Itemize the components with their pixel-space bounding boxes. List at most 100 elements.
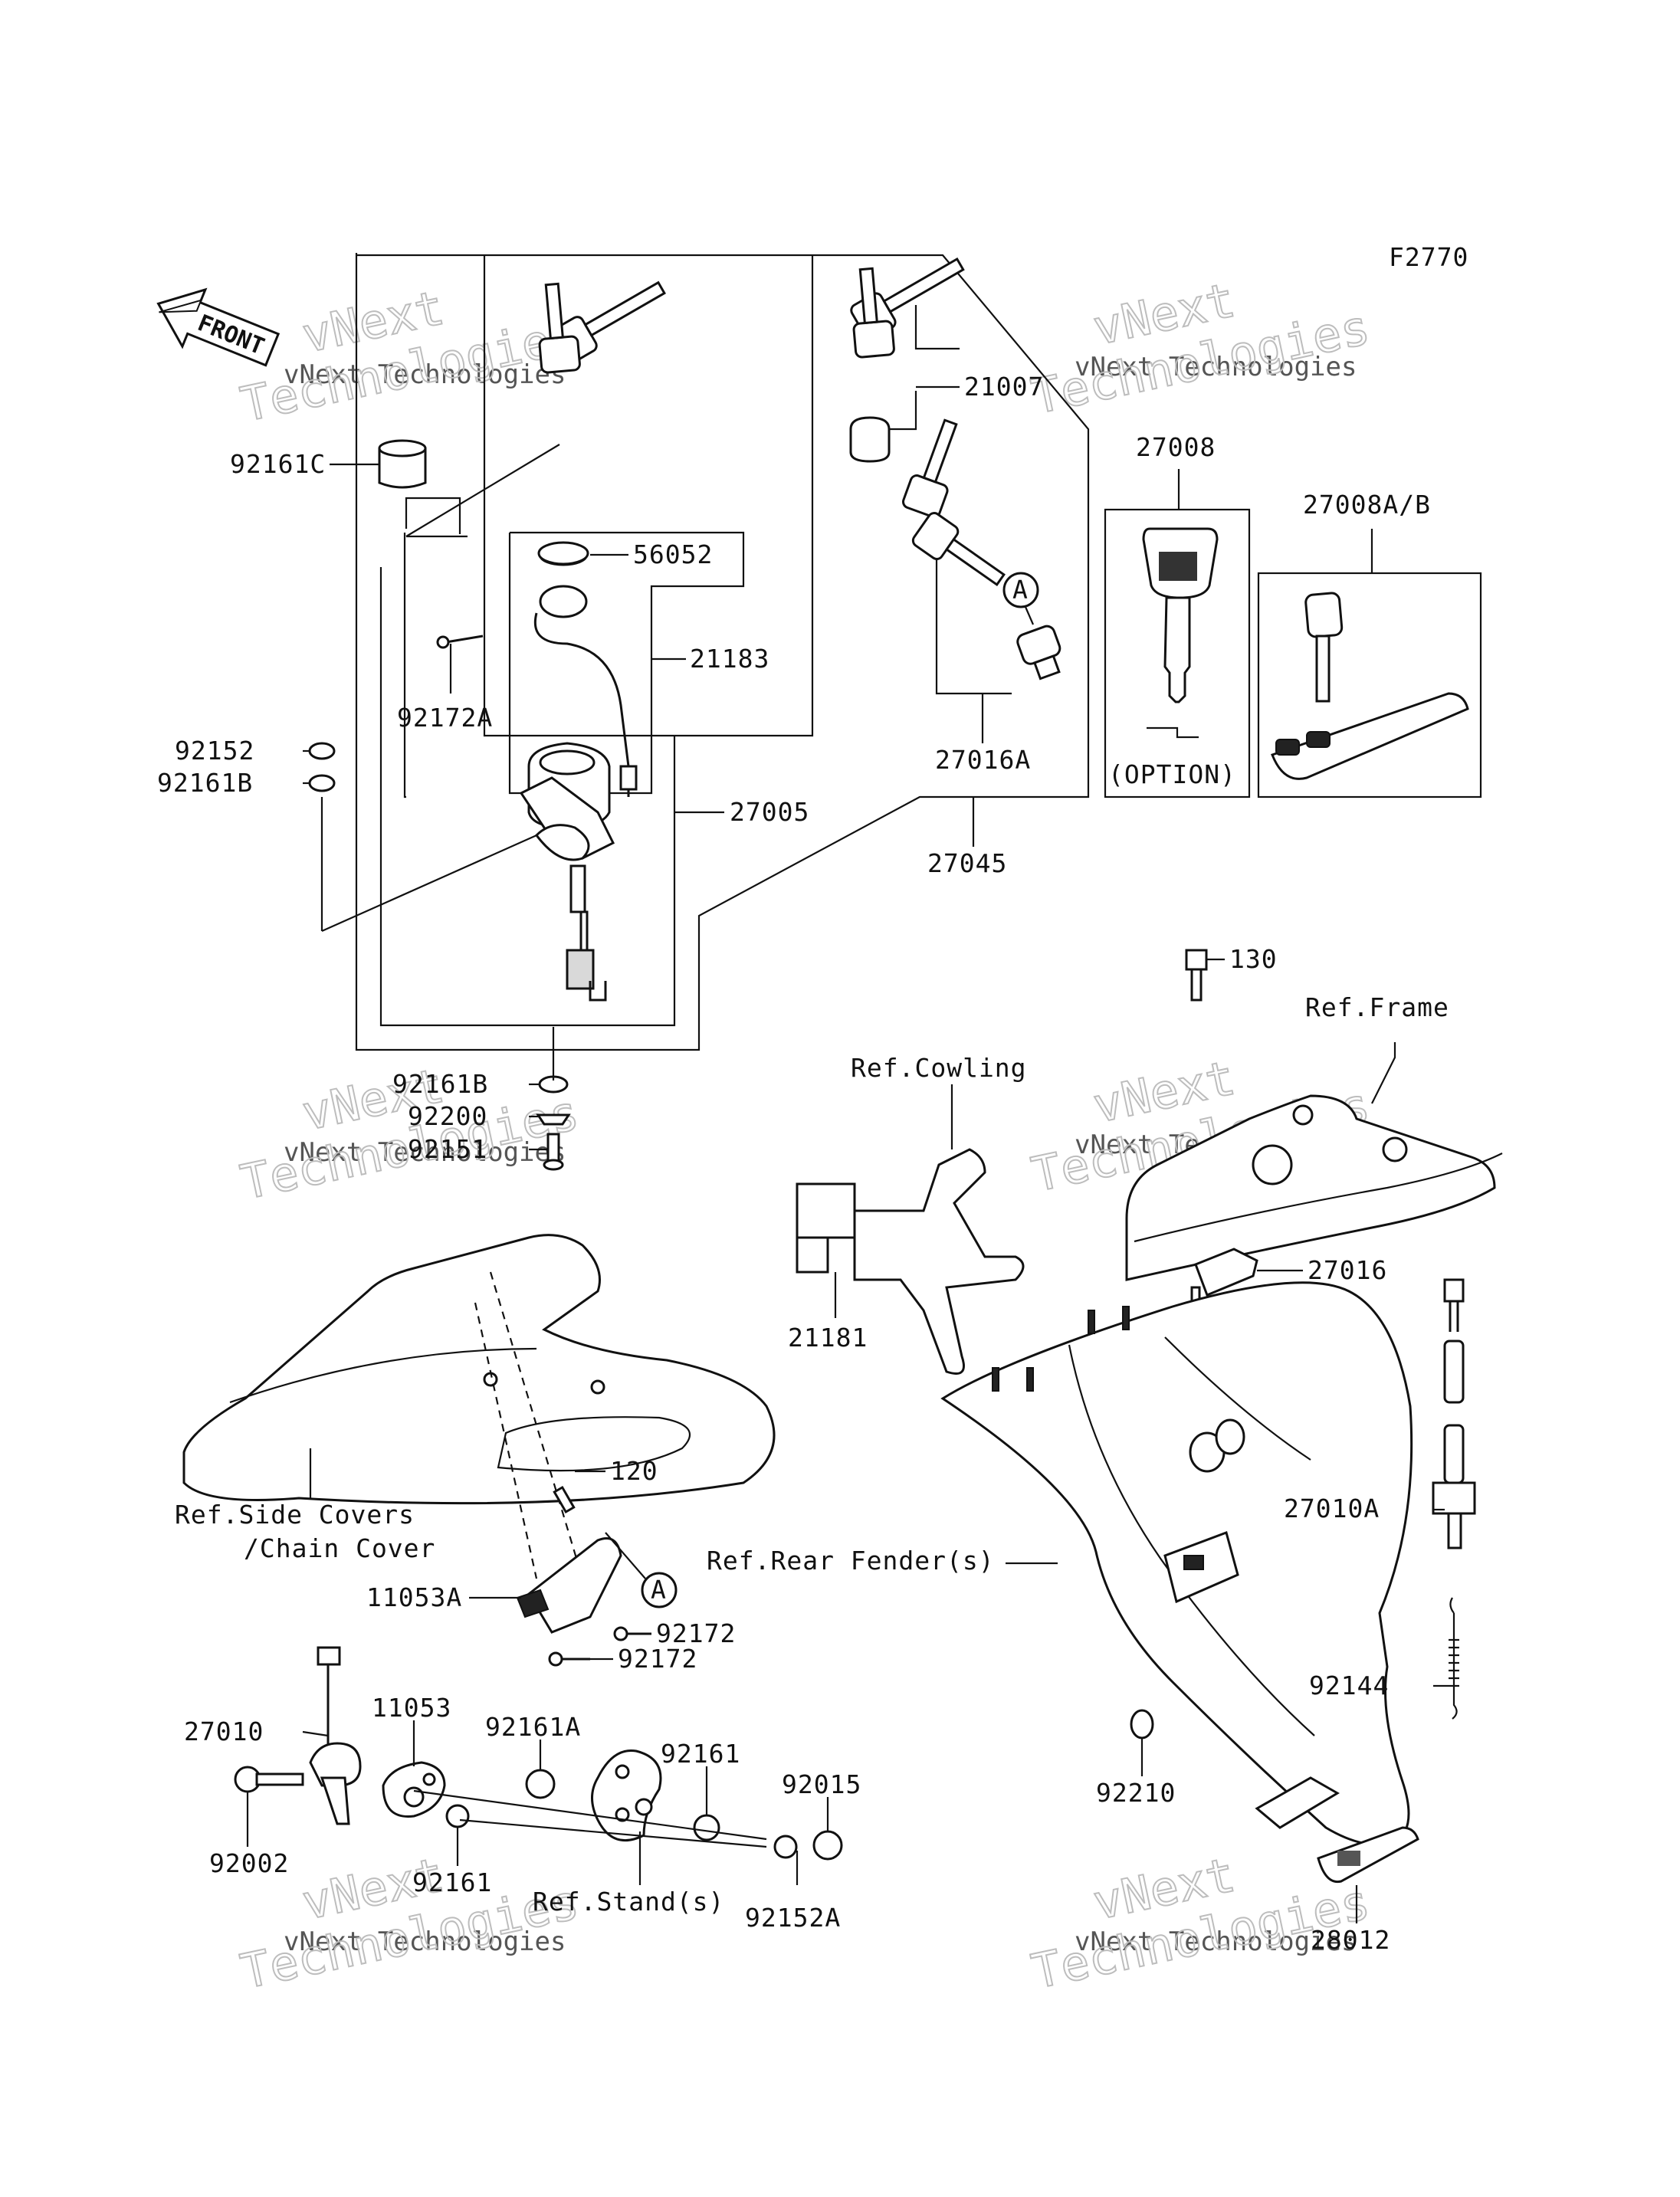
axis-line: [413, 1789, 767, 1841]
label-92172-b: 92172: [618, 1644, 697, 1674]
switch-27016: [1190, 1248, 1258, 1308]
guide-line: [403, 533, 406, 798]
callout-a-text: A: [651, 1575, 667, 1605]
label-92161C: 92161C: [230, 449, 326, 479]
label-92172-a: 92172: [656, 1618, 736, 1648]
switch-27010: [309, 1646, 362, 1825]
guide-line: [405, 444, 560, 537]
label-ref-stand: Ref.Stand(s): [533, 1887, 724, 1917]
reflector-28012: [1317, 1826, 1419, 1884]
label-28012: 28012: [1311, 1925, 1390, 1955]
label-21183: 21183: [690, 644, 769, 674]
key-set-top-left: K: [538, 280, 666, 374]
label-92161A: 92161A: [485, 1712, 581, 1742]
group-keyset-outline: [483, 255, 814, 737]
rear-fender-ref: [940, 1281, 1413, 1846]
key-cylinder-cap: [849, 416, 891, 463]
collar-92161A: [525, 1769, 556, 1799]
option-box-27008AB: [1257, 572, 1482, 798]
key-27008AB-icon: [1271, 592, 1469, 780]
part-labels: 92161C 56052 21183 92172 A 92152 92161B 2…: [157, 372, 1449, 1955]
watermark-text: vNext Technologies: [284, 1926, 566, 1957]
axis-line: [459, 1818, 767, 1848]
option-box-27008: [1104, 508, 1251, 798]
label-ref-rear-fender: Ref.Rear Fender(s): [707, 1546, 995, 1576]
label-56052: 56052: [633, 539, 713, 569]
plate-11053: [382, 1761, 446, 1818]
label-92161-a: 92161: [661, 1739, 740, 1769]
washer-92161B-top: [308, 774, 336, 792]
label-27008AB: 27008A/B: [1303, 490, 1431, 520]
callout-a-text: A: [1012, 575, 1029, 605]
label-27045: 27045: [927, 848, 1007, 878]
label-chain-cover: /Chain Cover: [244, 1533, 435, 1563]
figure-code: F2770: [1389, 242, 1468, 272]
label-92144: 92144: [1309, 1671, 1389, 1700]
ignition-switch-27005: [519, 545, 638, 1002]
frame-ref: [1125, 1094, 1503, 1281]
relay-21181: [796, 1148, 1025, 1375]
label-ref-cowling: Ref.Cowling: [851, 1053, 1027, 1083]
label-27005: 27005: [730, 797, 809, 827]
label-ref-frame: Ref.Frame: [1305, 992, 1449, 1022]
key-set-27016A: [902, 418, 1061, 680]
label-120: 120: [610, 1456, 658, 1486]
label-27016: 27016: [1308, 1255, 1387, 1285]
guide-line: [321, 818, 572, 933]
group-27005-outline: [379, 567, 676, 1027]
label-92161B-top: 92161B: [157, 768, 253, 798]
spring-92144: [1449, 1597, 1459, 1720]
washer-92161-right: [693, 1814, 720, 1841]
guide-line: [405, 497, 461, 534]
bolt-92002: [234, 1766, 304, 1793]
label-27016A: 27016A: [935, 745, 1031, 775]
washer-92152A: [773, 1835, 798, 1859]
label-92161-b: 92161: [412, 1867, 492, 1897]
group-27045-outline: [355, 253, 1090, 1051]
callout-a-bottom: A: [605, 1532, 678, 1608]
washer-56052: [537, 541, 589, 566]
nut-92015: [812, 1830, 843, 1861]
label-21007: 21007: [964, 372, 1044, 402]
label-option: (OPTION): [1108, 759, 1236, 789]
callout-a-top: A: [1002, 572, 1039, 625]
label-92200: 92200: [408, 1101, 487, 1131]
label-27010A: 27010A: [1284, 1494, 1380, 1523]
label-21181: 21181: [788, 1323, 868, 1353]
label-92015: 92015: [782, 1769, 861, 1799]
label-92152A: 92152A: [745, 1903, 841, 1933]
grommet-92210: [1130, 1709, 1154, 1740]
key-set-21007: [849, 257, 965, 463]
label-11053: 11053: [372, 1693, 451, 1723]
key-27008-icon: [1142, 527, 1219, 739]
label-92152: 92152: [175, 736, 254, 766]
washer-92161-left: [445, 1804, 470, 1828]
screw-92172-b: [548, 1651, 590, 1667]
label-27008: 27008: [1136, 432, 1216, 462]
bolt-92151: [543, 1133, 564, 1171]
watermark-text: vNext Technologies: [1075, 352, 1357, 382]
watermark-text: vNext Technologies: [284, 359, 566, 390]
stand-ref: [591, 1749, 662, 1842]
label-27010: 27010: [184, 1717, 264, 1746]
sleeve-92161C: [378, 439, 427, 489]
washer-92152: [308, 742, 336, 760]
front-arrow-icon: FRONT: [156, 287, 281, 367]
label-92002: 92002: [209, 1848, 289, 1878]
group-outlines: [320, 253, 1482, 1051]
side-covers-chain-cover: [182, 1234, 776, 1579]
label-92161B-bottom: 92161B: [392, 1069, 488, 1099]
switch-27010A: [1432, 1278, 1476, 1549]
watermark-text: vNext Technologies: [1075, 1926, 1357, 1957]
label-92151: 92151: [408, 1134, 487, 1164]
label-130: 130: [1229, 944, 1278, 974]
group-27016A-outline: [935, 552, 1012, 695]
bolt-130: [1185, 949, 1208, 1002]
watermark-text: vNext Technologies: [284, 1137, 566, 1168]
label-ref-side-covers: Ref.Side Covers: [175, 1500, 415, 1530]
label-92210: 92210: [1096, 1778, 1176, 1808]
leader-lines: [246, 305, 1449, 1923]
label-11053A: 11053A: [366, 1582, 462, 1612]
group-21183-outline: [508, 531, 745, 795]
